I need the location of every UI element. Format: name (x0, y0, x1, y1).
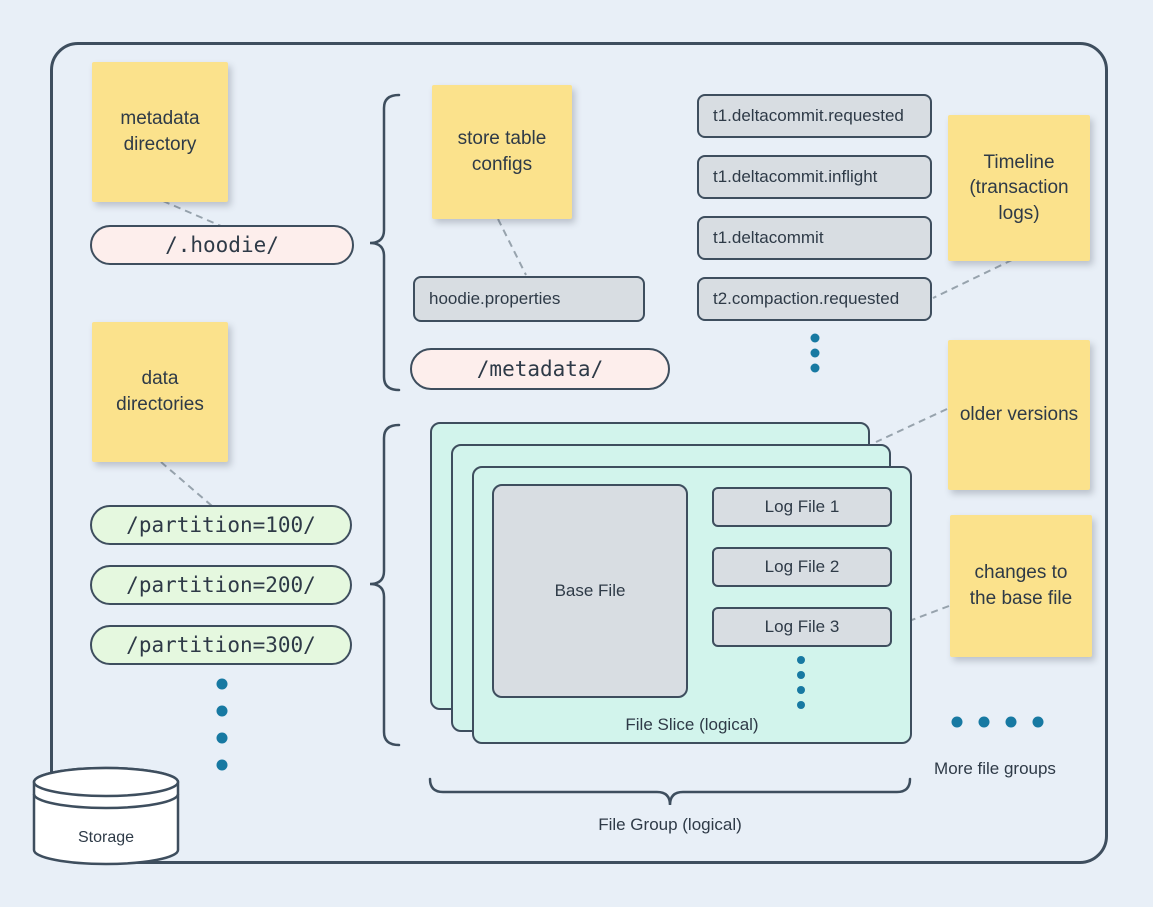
timeline-file-deltacommit: t1.deltacommit (697, 216, 932, 260)
partition-100-pill: /partition=100/ (90, 505, 352, 545)
note-timeline: Timeline (transaction logs) (948, 115, 1090, 261)
timeline-file-compaction-requested: t2.compaction.requested (697, 277, 932, 321)
storage-cylinder: Storage (32, 766, 180, 866)
metadata-path-pill: /metadata/ (410, 348, 670, 390)
note-changes-to-base-file: changes to the base file (950, 515, 1092, 657)
partition-300-pill: /partition=300/ (90, 625, 352, 665)
base-file: Base File (492, 484, 688, 698)
note-store-table-configs: store table configs (432, 85, 572, 219)
log-file-1: Log File 1 (712, 487, 892, 527)
log-file-3: Log File 3 (712, 607, 892, 647)
diagram-canvas (50, 42, 1108, 864)
more-file-groups-label: More file groups (934, 759, 1056, 778)
timeline-file-deltacommit-requested: t1.deltacommit.requested (697, 94, 932, 138)
partition-200-pill: /partition=200/ (90, 565, 352, 605)
storage-label: Storage (78, 829, 134, 846)
note-older-versions: older versions (948, 340, 1090, 490)
note-data-directories: data directories (92, 322, 228, 462)
file-group-label: File Group (logical) (598, 815, 742, 834)
hoodie-path-pill: /.hoodie/ (90, 225, 354, 265)
note-metadata-directory: metadata directory (92, 62, 228, 202)
log-file-2: Log File 2 (712, 547, 892, 587)
file-slice-label: File Slice (logical) (625, 715, 759, 734)
timeline-file-deltacommit-inflight: t1.deltacommit.inflight (697, 155, 932, 199)
hoodie-properties-file: hoodie.properties (413, 276, 645, 322)
